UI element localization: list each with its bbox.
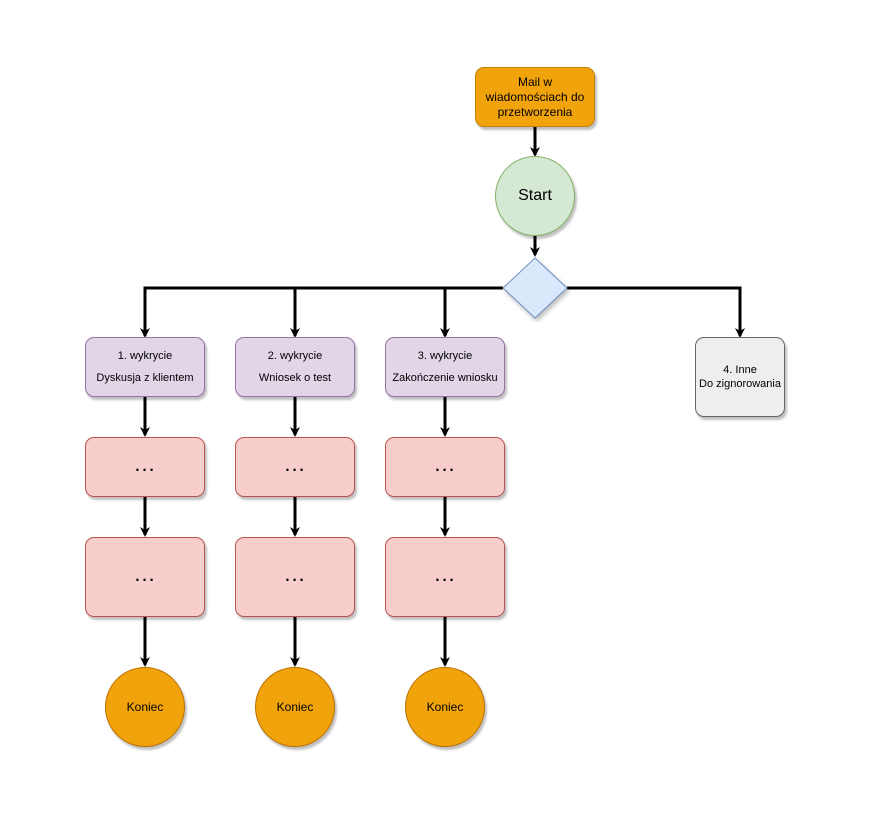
edge-decision-branch1 — [140, 286, 503, 338]
branch-3-title: 3. wykrycie — [417, 350, 473, 362]
branch-3-subtitle: Zakończenie wniosku — [392, 372, 498, 384]
branch-1-subtitle: Dyskusja z klientem — [96, 372, 194, 384]
branch-4-other-node[interactable]: 4. Inne Do zignorowania — [695, 337, 785, 417]
branch-1-step-1-label: ... — [134, 451, 156, 476]
branch-1-end-label: Koniec — [126, 700, 164, 714]
branch-2-detect-node[interactable]: 2. wykrycie Wniosek o test — [235, 337, 355, 397]
branch-2-subtitle: Wniosek o test — [258, 372, 332, 384]
mail-node-label: Mail w wiadomościach do przetworzenia — [485, 74, 585, 119]
branch-2-step-2-label: ... — [284, 561, 306, 586]
edge-decision-branch4 — [567, 286, 745, 338]
branch-2-step-1[interactable]: ... — [235, 437, 355, 497]
branch-3-step-1-label: ... — [434, 451, 456, 476]
branch-3-step-1[interactable]: ... — [385, 437, 505, 497]
branch-2-title: 2. wykrycie — [267, 350, 323, 362]
start-node[interactable]: Start — [495, 156, 575, 236]
branch-1-step-2-label: ... — [134, 561, 156, 586]
decision-diamond[interactable] — [501, 256, 571, 322]
mail-node[interactable]: Mail w wiadomościach do przetworzenia — [475, 67, 595, 127]
branch-1-end-node[interactable]: Koniec — [105, 667, 185, 747]
branch-1-title: 1. wykrycie — [117, 350, 173, 362]
branch-2-step-1-label: ... — [284, 451, 306, 476]
branch-3-detect-node[interactable]: 3. wykrycie Zakończenie wniosku — [385, 337, 505, 397]
branch-1-step-2[interactable]: ... — [85, 537, 205, 617]
branch-4-subtitle: Do zignorowania — [699, 378, 781, 390]
branch-4-title: 4. Inne — [723, 364, 757, 376]
branch-3-step-2[interactable]: ... — [385, 537, 505, 617]
branch-2-end-node[interactable]: Koniec — [255, 667, 335, 747]
branch-3-end-node[interactable]: Koniec — [405, 667, 485, 747]
branch-2-step-2[interactable]: ... — [235, 537, 355, 617]
branch-1-step-1[interactable]: ... — [85, 437, 205, 497]
branch-2-end-label: Koniec — [276, 700, 314, 714]
branch-3-end-label: Koniec — [426, 700, 464, 714]
branch-1-detect-node[interactable]: 1. wykrycie Dyskusja z klientem — [85, 337, 205, 397]
branch-3-step-2-label: ... — [434, 561, 456, 586]
start-node-label: Start — [518, 187, 552, 204]
